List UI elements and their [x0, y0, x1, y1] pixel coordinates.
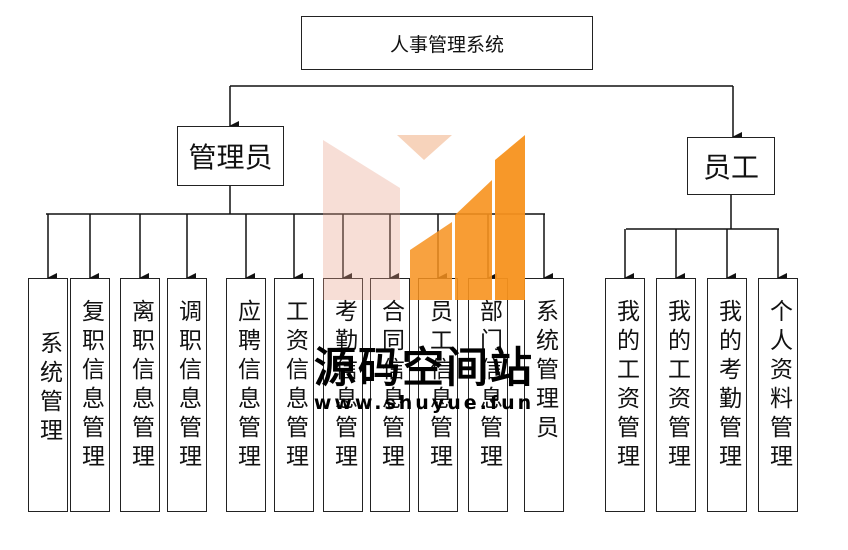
leaf-label: 复职信息管理	[77, 299, 104, 473]
leaf-node: 复职信息管理	[70, 278, 110, 512]
admin-label: 管理员	[188, 141, 273, 174]
admin-node: 管理员	[177, 126, 284, 186]
leaf-node: 系统管理员	[524, 278, 564, 512]
leaf-node: 离职信息管理	[120, 278, 160, 512]
leaf-label: 我的工资管理	[663, 299, 690, 473]
leaf-node: 工资信息管理	[274, 278, 314, 512]
leaf-node: 个人资料管理	[758, 278, 798, 512]
leaf-label: 我的考勤管理	[714, 299, 741, 473]
leaf-node: 我的工资管理	[605, 278, 645, 512]
leaf-node: 我的工资管理	[656, 278, 696, 512]
leaf-label: 我的工资管理	[612, 299, 639, 473]
leaf-label: 个人资料管理	[765, 299, 792, 473]
leaf-label: 离职信息管理	[127, 299, 154, 473]
leaf-label: 员工信息管理	[425, 299, 452, 473]
employee-label: 员工	[702, 151, 759, 184]
leaf-node: 调职信息管理	[167, 278, 207, 512]
employee-node: 员工	[687, 137, 775, 195]
leaf-label: 工资信息管理	[281, 299, 308, 473]
leaf-node: 部门信息管理	[468, 278, 508, 512]
leaf-node: 我的考勤管理	[707, 278, 747, 512]
leaf-label: 调职信息管理	[174, 299, 201, 473]
leaf-label: 部门信息管理	[475, 299, 502, 473]
leaf-label: 合同信息管理	[377, 299, 404, 473]
leaf-node: 合同信息管理	[370, 278, 410, 512]
leaf-label: 应聘信息管理	[233, 299, 260, 473]
leaf-node: 系统管理	[28, 278, 68, 512]
root-node: 人事管理系统	[301, 16, 593, 70]
leaf-label: 系统管理	[35, 331, 62, 447]
leaf-node: 考勤信息管理	[323, 278, 363, 512]
root-label: 人事管理系统	[389, 33, 504, 56]
leaf-label: 系统管理员	[531, 299, 558, 444]
leaf-label: 考勤信息管理	[330, 299, 357, 473]
leaf-node: 员工信息管理	[418, 278, 458, 512]
leaf-node: 应聘信息管理	[226, 278, 266, 512]
